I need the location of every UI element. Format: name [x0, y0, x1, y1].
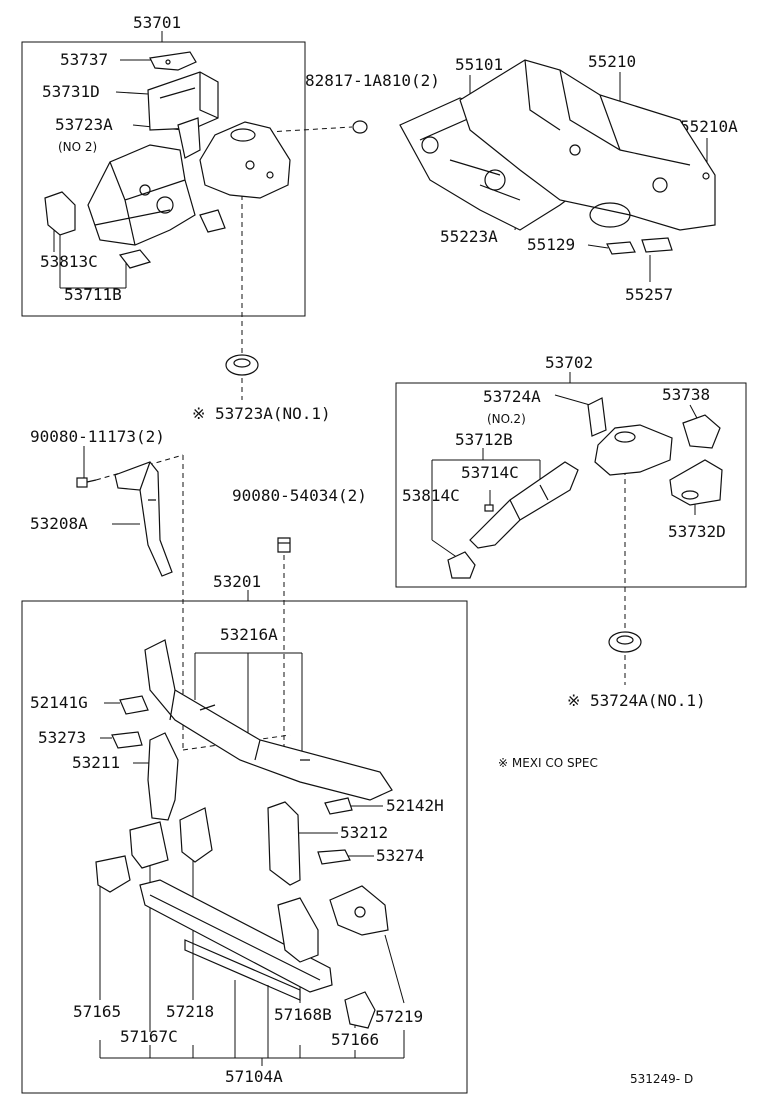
label-52141G[interactable]: 52141G [30, 693, 88, 712]
label-53714C[interactable]: 53714C [461, 463, 519, 482]
part-57218-bracket[interactable] [179, 807, 213, 863]
label-53201[interactable]: 53201 [213, 572, 261, 591]
label-57168B[interactable]: 57168B [274, 1005, 332, 1024]
label-53814C[interactable]: 53814C [402, 486, 460, 505]
label-53701[interactable]: 53701 [133, 13, 181, 32]
bolt-90080-11173[interactable] [76, 477, 97, 488]
label-mexico-spec: ※ MEXI CO SPEC [498, 756, 598, 770]
part-55257[interactable] [641, 237, 673, 253]
part-53208A-brace[interactable] [114, 461, 173, 577]
label-57165[interactable]: 57165 [73, 1002, 121, 1021]
group-box-53201 [21, 600, 468, 1094]
label-53211[interactable]: 53211 [72, 753, 120, 772]
part-53737[interactable] [149, 51, 197, 71]
part-52142H[interactable] [324, 797, 353, 815]
label-53813C[interactable]: 53813C [40, 252, 98, 271]
label-57218[interactable]: 57218 [166, 1002, 214, 1021]
label-53724A-no1[interactable]: ※ 53724A(NO.1) [567, 691, 706, 710]
grommet-53723A-no1[interactable] [225, 354, 259, 376]
part-53738[interactable] [682, 414, 721, 449]
part-57168B-bracket[interactable] [277, 897, 319, 963]
part-53731D[interactable] [147, 71, 219, 131]
label-55257[interactable]: 55257 [625, 285, 673, 304]
label-57104A[interactable]: 57104A [225, 1067, 283, 1086]
part-small-bracket-b[interactable] [199, 209, 226, 233]
label-90080-54034[interactable]: 90080-54034(2) [232, 486, 367, 505]
part-57166-bracket[interactable] [344, 991, 376, 1029]
part-strut-tower[interactable] [199, 121, 291, 199]
label-57167C[interactable]: 57167C [120, 1027, 178, 1046]
part-55210-dash-panel[interactable] [459, 59, 716, 231]
label-53737[interactable]: 53737 [60, 50, 108, 69]
part-53724A-no2[interactable] [587, 397, 607, 437]
grommet-53724A-no1[interactable] [608, 631, 642, 653]
label-53702[interactable]: 53702 [545, 353, 593, 372]
clip-53814C[interactable] [484, 504, 494, 512]
label-53731D[interactable]: 53731D [42, 82, 100, 101]
label-53216A[interactable]: 53216A [220, 625, 278, 644]
part-53732D[interactable] [669, 459, 723, 506]
part-53274[interactable] [317, 849, 351, 865]
label-53274[interactable]: 53274 [376, 846, 424, 865]
label-57219[interactable]: 57219 [375, 1007, 423, 1026]
group-box-53701 [21, 41, 306, 317]
label-57166[interactable]: 57166 [331, 1030, 379, 1049]
group-box-53702 [395, 382, 747, 588]
labels: 53701 53737 53731D 53723A (NO 2) 53813C … [30, 13, 738, 1086]
label-53738[interactable]: 53738 [662, 385, 710, 404]
label-90080-11173[interactable]: 90080-11173(2) [30, 427, 165, 446]
part-53723A-no2[interactable] [177, 117, 201, 159]
label-53732D[interactable]: 53732D [668, 522, 726, 541]
part-53273[interactable] [111, 731, 143, 749]
part-53212-side-support[interactable] [267, 801, 301, 886]
part-52141G[interactable] [119, 695, 149, 715]
part-small-bracket-a[interactable] [118, 249, 152, 269]
part-57167C-bracket[interactable] [129, 821, 169, 869]
part-57104A-bumper-reinforcement[interactable] [139, 879, 333, 1001]
label-55210[interactable]: 55210 [588, 52, 636, 71]
part-53211-side-support[interactable] [147, 732, 179, 821]
part-53814C[interactable] [447, 551, 476, 579]
label-53723A-no2[interactable]: 53723A [55, 115, 113, 134]
label-no2-a: (NO 2) [58, 140, 97, 154]
label-53712B[interactable]: 53712B [455, 430, 513, 449]
part-53813C[interactable] [44, 191, 76, 236]
label-53208A[interactable]: 53208A [30, 514, 88, 533]
label-55129[interactable]: 55129 [527, 235, 575, 254]
nut-82817[interactable] [352, 120, 368, 134]
label-53273[interactable]: 53273 [38, 728, 86, 747]
label-55210A[interactable]: 55210A [680, 117, 738, 136]
label-no2-b: (NO.2) [487, 412, 526, 426]
part-57219-bracket[interactable] [329, 885, 389, 936]
clip-90080-54034[interactable] [277, 537, 291, 553]
label-82817-1A810[interactable]: 82817-1A810(2) [305, 71, 440, 90]
part-53712B-apron[interactable] [469, 461, 579, 549]
part-53711B-apron[interactable] [87, 144, 196, 246]
document-number: 531249- D [630, 1072, 693, 1086]
part-57165-bracket[interactable] [95, 855, 131, 893]
label-55223A[interactable]: 55223A [440, 227, 498, 246]
label-55101[interactable]: 55101 [455, 55, 503, 74]
label-53212[interactable]: 53212 [340, 823, 388, 842]
part-55210A[interactable] [702, 172, 710, 180]
part-53216A-upper-support[interactable] [144, 639, 393, 801]
label-53711B[interactable]: 53711B [64, 285, 122, 304]
part-55129[interactable] [606, 241, 636, 255]
part-strut-tower-rh[interactable] [594, 424, 673, 476]
label-53724A-no2[interactable]: 53724A [483, 387, 541, 406]
label-52142H[interactable]: 52142H [386, 796, 444, 815]
label-53723A-no1[interactable]: ※ 53723A(NO.1) [192, 404, 331, 423]
